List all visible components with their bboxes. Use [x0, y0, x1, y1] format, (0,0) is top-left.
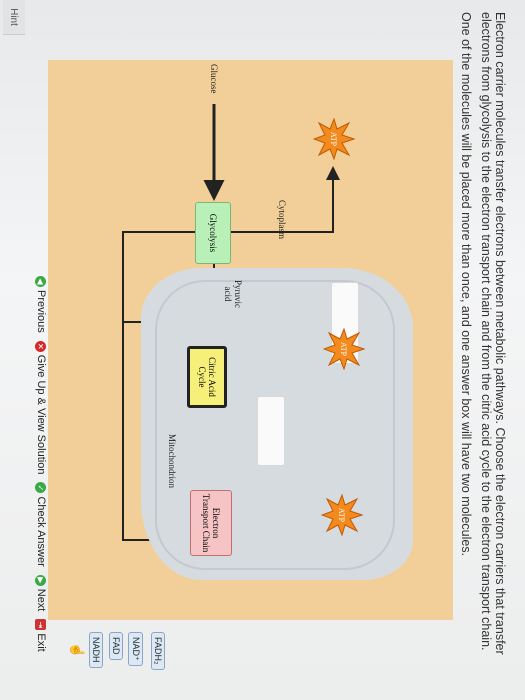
previous-icon: ◀ [35, 276, 47, 287]
answer-chip-fadh2[interactable]: FADH₂ [151, 632, 165, 670]
instructions-text: Electron carrier molecules transfer elec… [479, 12, 507, 655]
answer-chip-nad-plus[interactable]: NAD⁺ [128, 632, 143, 666]
diagram: Glucose Cytoplasm Glycolysis Pyruvic aci… [48, 60, 453, 620]
exit-label: Exit [35, 633, 47, 652]
pyruvic-acid-label: Pyruvic acid [223, 280, 243, 308]
cytoplasm-label: Cytoplasm [277, 200, 287, 240]
atp-label: ATP [339, 341, 349, 357]
next-label: Next [35, 588, 47, 612]
atp-star-citric: ATP [322, 327, 366, 371]
glycolysis-atp-arrow [231, 166, 340, 233]
exit-button[interactable]: ⇥ Exit [35, 619, 47, 652]
give-up-icon: ✕ [35, 340, 47, 352]
citric-acid-cycle-box: Citric Acid Cycle [187, 346, 227, 408]
give-up-label: Give Up & View Solution [35, 354, 47, 475]
atp-label: ATP [337, 507, 347, 523]
instructions: Electron carrier molecules transfer elec… [453, 12, 507, 682]
next-icon: ▶ [35, 574, 47, 586]
navigation-bar: ◀ Previous ✕ Give Up & View Solution ✓ C… [35, 276, 47, 652]
atp-star-etc: ATP [320, 493, 364, 537]
previous-label: Previous [35, 290, 47, 333]
glucose-label: Glucose [209, 64, 219, 94]
check-answer-button[interactable]: ✓ Check Answer [35, 482, 47, 567]
electron-transport-chain-box: Electron Transport Chain [190, 490, 232, 556]
mitochondrion-label: Mitochondrion [167, 434, 177, 488]
hint-button[interactable]: Hint [3, 0, 25, 35]
exit-icon: ⇥ [35, 619, 47, 631]
glycolysis-box: Glycolysis [195, 202, 231, 264]
atp-star-glycolysis: ATP [312, 117, 356, 161]
next-button[interactable]: ▶ Next [35, 574, 47, 612]
give-up-button[interactable]: ✕ Give Up & View Solution [35, 340, 47, 475]
answer-chip-fad[interactable]: FAD [109, 632, 123, 660]
hand-cursor-icon: ☝ [70, 642, 85, 659]
instructions-note: One of the molecules will be placed more… [459, 12, 473, 557]
answer-chip-nadh[interactable]: NADH [89, 632, 103, 668]
check-icon: ✓ [35, 482, 47, 494]
previous-button[interactable]: ◀ Previous [35, 276, 47, 333]
answer-box-citric[interactable] [257, 396, 285, 466]
atp-label: ATP [329, 131, 339, 147]
check-answer-label: Check Answer [35, 496, 47, 567]
